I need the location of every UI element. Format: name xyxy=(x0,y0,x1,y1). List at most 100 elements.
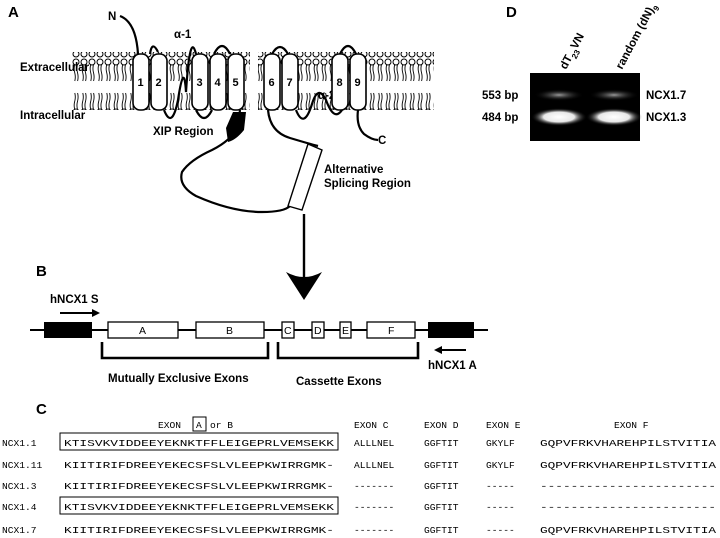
exon-a-box-row4 xyxy=(59,496,339,515)
header-exon-a-box xyxy=(192,416,207,432)
panel-a: A N α-1 α-2 1 2 3 xyxy=(8,4,434,300)
tm-label: 9 xyxy=(355,77,361,89)
exon-label: D xyxy=(314,325,322,337)
lane1-label-c: VN xyxy=(569,31,587,51)
exon-boxes: A B C D E F xyxy=(107,321,416,339)
panel-c-letter: C xyxy=(36,401,47,418)
intracellular-loop xyxy=(180,109,291,214)
header-or-b: or B xyxy=(210,420,233,431)
gel-band-upper-lane1 xyxy=(534,89,584,101)
gel-image xyxy=(530,73,640,141)
exon-label: C xyxy=(284,325,292,337)
primer-a-exon xyxy=(428,322,474,338)
row-exon-ab: KIITIRIFDREEYEKECSFSLVLEEPKWIRRGMK- xyxy=(64,460,334,471)
header-exon-d: EXON D xyxy=(424,420,459,431)
row-exon-c: ------- xyxy=(354,525,394,536)
cassette-bracket xyxy=(276,342,420,360)
row-exon-f: GQPVFRKVHAREHPILSTVITIA xyxy=(540,525,716,536)
tm-helix xyxy=(191,53,209,111)
exon-label: E xyxy=(342,325,349,337)
alpha2-label: α-2 xyxy=(318,90,335,102)
tm-helices xyxy=(132,53,367,111)
row-name: NCX1.1 xyxy=(2,438,37,449)
row-exon-ab: KTISVKVIDDEEYEKNKTFFLEIGEPRLVEMSEKK xyxy=(64,438,334,449)
row-exon-d: GGFTIT xyxy=(424,525,459,536)
alignment-row-2: NCX1.11 KIITIRIFDREEYEKECSFSLVLEEPKWIRRG… xyxy=(2,460,716,471)
gel-band-lower-lane2 xyxy=(586,108,642,126)
tm-label: 5 xyxy=(233,77,239,89)
lane2-label-a: random (dN) xyxy=(614,5,657,71)
row-exon-d: GGFTIT xyxy=(424,502,459,513)
row-exon-ab: KTISVKVIDDEEYEKNKTFFLEIGEPRLVEMSEKK xyxy=(64,502,334,513)
tm-label: 6 xyxy=(269,77,275,89)
intracellular-label: Intracellular xyxy=(20,110,86,122)
row-name: NCX1.7 xyxy=(2,525,37,536)
gel-band-lower-lane1 xyxy=(531,108,587,126)
tm-label: 7 xyxy=(287,77,293,89)
row-exon-f: GQPVFRKVHAREHPILSTVITIA xyxy=(540,438,716,449)
alignment-row-1: NCX1.1 KTISVKVIDDEEYEKNKTFFLEIGEPRLVEMSE… xyxy=(2,438,716,449)
c-terminus-tail xyxy=(356,109,379,142)
loop-3-4 xyxy=(195,109,213,120)
header-exon-a: A xyxy=(196,420,202,431)
lane2-label: random (dN)9 xyxy=(614,1,662,73)
alpha1-loop xyxy=(162,46,198,120)
alignment-row-4: NCX1.4 KTISVKVIDDEEYEKNKTFFLEIGEPRLVEMSE… xyxy=(2,502,716,513)
primer-a-label: hNCX1 A xyxy=(428,360,477,372)
row-exon-f: ----------------------- xyxy=(540,481,716,492)
row-exon-d: GGFTIT xyxy=(424,460,459,471)
alt-splicing-label-line2: Splicing Region xyxy=(324,178,411,190)
lane1-label-a: dT xyxy=(558,53,575,71)
panel-b-letter: B xyxy=(36,263,47,280)
row-exon-ab: KIITIRIFDREEYEKECSFSLVLEEPKWIRRGMK- xyxy=(64,525,334,536)
exon-a-box-row1 xyxy=(59,432,339,451)
panel-b: B hNCX1 S hNCX1 A A B C D E F Mutually E… xyxy=(30,263,488,388)
primer-a-arrow-head xyxy=(434,346,442,354)
n-terminus-label: N xyxy=(108,11,116,23)
xip-region-label: XIP Region xyxy=(153,126,214,138)
tm-helix xyxy=(150,53,168,111)
mutually-exclusive-label: Mutually Exclusive Exons xyxy=(108,373,249,385)
row-exon-f: GQPVFRKVHAREHPILSTVITIA xyxy=(540,460,716,471)
primer-s-exon xyxy=(44,322,92,338)
exon-label: B xyxy=(226,325,233,337)
alignment-row-5: NCX1.7 KIITIRIFDREEYEKECSFSLVLEEPKWIRRGM… xyxy=(2,525,716,536)
alpha2-loop xyxy=(294,91,343,120)
mutually-exclusive-bracket xyxy=(100,342,270,360)
header-exon-c: EXON C xyxy=(354,420,389,431)
row-exon-e: ----- xyxy=(486,502,515,513)
row-exon-d: GGFTIT xyxy=(424,438,459,449)
panel-d-letter: D xyxy=(506,4,517,21)
row-exon-d: GGFTIT xyxy=(424,481,459,492)
row-exon-ab: KIITIRIFDREEYEKECSFSLVLEEPKWIRRGMK- xyxy=(64,481,334,492)
primer-s-label: hNCX1 S xyxy=(50,294,99,306)
c-terminus-label: C xyxy=(378,135,386,147)
row-exon-e: ----- xyxy=(486,481,515,492)
extracellular-label: Extracellular xyxy=(20,62,90,74)
exon-box xyxy=(339,321,352,339)
tm-helix xyxy=(132,53,150,111)
exon-box xyxy=(107,321,179,339)
row-name: NCX1.3 xyxy=(2,481,37,492)
band-upper-size: 553 bp xyxy=(482,90,518,102)
svg-text:random (dN)9: random (dN)9 xyxy=(614,1,662,73)
row-exon-e: ----- xyxy=(486,525,515,536)
row-name: NCX1.11 xyxy=(2,460,43,471)
exon-label: A xyxy=(139,325,146,337)
row-name: NCX1.4 xyxy=(2,502,37,513)
panel-a-letter: A xyxy=(8,4,19,21)
alignment-row-3: NCX1.3 KIITIRIFDREEYEKECSFSLVLEEPKWIRRGM… xyxy=(2,481,716,492)
svg-text:dT23VN: dT23VN xyxy=(558,31,590,72)
primer-s-arrow-head xyxy=(92,309,100,317)
tm-labels: 1 2 3 4 5 6 7 8 9 xyxy=(138,77,361,89)
row-exon-c: ------- xyxy=(354,502,394,513)
xip-region-shape xyxy=(226,112,246,142)
header-exon-f: EXON F xyxy=(614,420,649,431)
tm-helix xyxy=(263,53,281,111)
tm-label: 3 xyxy=(197,77,203,89)
alt-splicing-label-line1: Alternative xyxy=(324,164,383,176)
row-exon-e: GKYLF xyxy=(486,438,515,449)
row-exon-c: ALLLNEL xyxy=(354,460,395,471)
tm-helix xyxy=(331,53,349,111)
